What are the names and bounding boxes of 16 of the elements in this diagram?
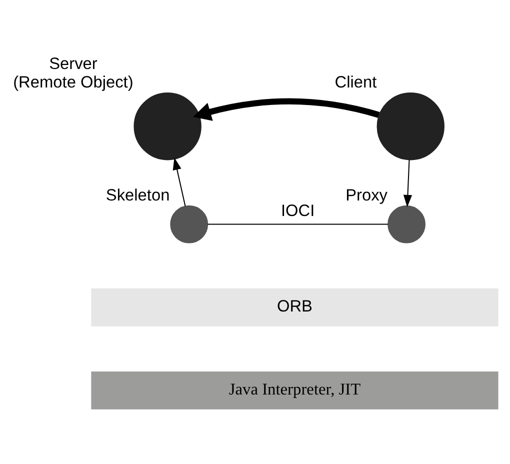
edge-label: IOCI — [280, 201, 315, 220]
node-label: Proxy — [346, 186, 388, 204]
arrow — [403, 159, 412, 207]
node-box: Java Interpreter, JIT — [91, 370, 498, 409]
node-circle — [376, 92, 444, 160]
node-label: Skeleton — [106, 186, 170, 204]
connector — [208, 223, 388, 224]
node-circle — [388, 204, 426, 243]
arrow — [193, 98, 380, 120]
node-label: Client — [334, 73, 377, 92]
node-circle — [134, 92, 202, 160]
arrow — [172, 157, 186, 206]
node-circle — [170, 204, 208, 243]
node-label: (Remote Object) — [13, 73, 134, 92]
node-label: Server — [49, 54, 98, 73]
node-box: ORB — [91, 288, 498, 326]
